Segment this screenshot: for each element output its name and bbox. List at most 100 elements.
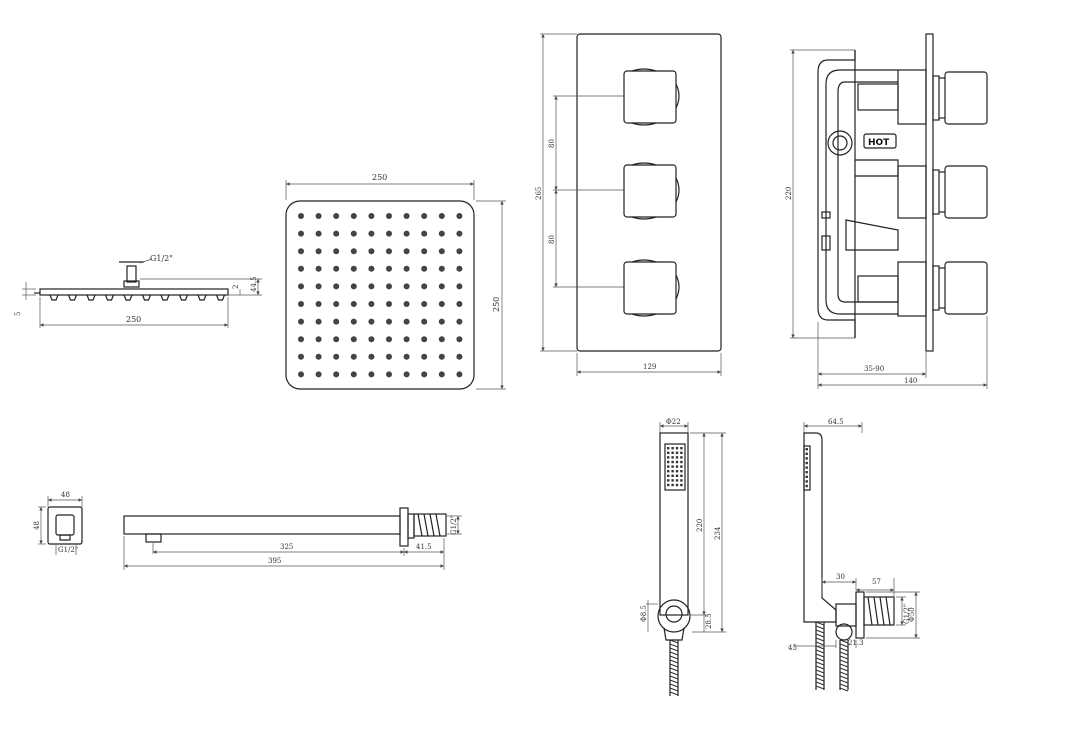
- nozzle-dot: [456, 371, 463, 378]
- hose-braid: [669, 651, 679, 656]
- valve-side-height-label: 220: [785, 187, 793, 200]
- hose-braid: [839, 663, 849, 668]
- nozzle: [123, 294, 133, 301]
- nozzle-dot: [421, 213, 428, 219]
- hose-outline: [815, 622, 825, 690]
- handset-side-depth-label: 64.5: [828, 418, 844, 426]
- handset-side-spray-hole: [805, 457, 808, 460]
- nozzle-dot: [403, 301, 410, 307]
- handset-spray-hole: [675, 447, 679, 450]
- handset-spray-hole: [667, 456, 670, 459]
- nozzle-dot: [386, 318, 392, 325]
- hose-braid: [669, 663, 679, 668]
- outlet-height-label: 48: [33, 521, 41, 530]
- handset-spray-hole: [667, 451, 670, 454]
- handset-spray-hole: [680, 483, 683, 487]
- hose-braid: [815, 629, 825, 634]
- nozzle-dot: [315, 248, 322, 255]
- nozzle-dot: [333, 265, 340, 272]
- nozzle-dot: [456, 230, 463, 237]
- side-gap-label: 2: [232, 285, 240, 289]
- nozzle-dot: [333, 301, 340, 307]
- nozzle-dot: [368, 353, 375, 360]
- nozzle-dot: [350, 283, 357, 290]
- nozzle-dot: [350, 248, 357, 255]
- handset-side-spray-hole: [805, 466, 808, 469]
- nozzle-dot: [421, 318, 428, 325]
- handset-side-spray-hole: [805, 480, 808, 483]
- nozzle-dot: [298, 213, 304, 219]
- shower-arm: G1/2" 325 41.5 395: [123, 507, 462, 570]
- nozzle-dot: [368, 230, 375, 237]
- handset-side-spray-hole: [805, 484, 808, 488]
- nozzle-dot: [315, 336, 322, 343]
- valve-side-knob-top: [932, 71, 988, 125]
- nozzle-dot: [298, 371, 304, 378]
- nozzle-dot: [386, 283, 392, 290]
- nozzle-dot: [333, 318, 340, 325]
- nozzle-dot: [438, 318, 445, 325]
- nozzle-dot: [298, 301, 304, 307]
- handset-spray-hole: [680, 470, 683, 473]
- hot-indicator-label: HOT: [868, 138, 890, 148]
- handset-spray-hole: [667, 447, 670, 450]
- nozzle-dot: [368, 336, 375, 343]
- nozzle-dot: [386, 248, 392, 255]
- nozzle-dot: [421, 336, 428, 343]
- hose-braid: [669, 667, 679, 672]
- wall-outlet-block: 48 48 G1/2": [33, 491, 83, 555]
- nozzle-dot: [456, 353, 463, 360]
- nozzle-dot: [456, 248, 463, 255]
- handset-spray-hole: [667, 474, 670, 477]
- nozzle-dot: [421, 301, 428, 307]
- nozzle-dot: [438, 301, 445, 307]
- handset-spray-hole: [667, 479, 670, 482]
- handset-spray-hole: [671, 479, 674, 482]
- nozzle-dot: [315, 265, 322, 272]
- nozzle-dot: [315, 318, 322, 325]
- nozzle-dot: [403, 248, 410, 255]
- nozzle-dot: [456, 318, 463, 325]
- nozzle-dot: [421, 371, 428, 378]
- handset-spray-hole: [675, 479, 679, 482]
- nozzle-dot: [386, 301, 392, 307]
- nozzle-dot: [403, 371, 410, 378]
- hose-braid: [815, 661, 825, 666]
- handset-offset-label: 28.5: [705, 613, 713, 629]
- arm-total-label: 395: [268, 557, 281, 565]
- valve-side-view: 220 HOT: [785, 33, 988, 389]
- nozzle-dot: [368, 248, 375, 255]
- nozzle-dot: [421, 353, 428, 360]
- hose-braid: [839, 655, 849, 660]
- hose-braid: [815, 625, 825, 630]
- hose-braid: [839, 687, 849, 692]
- hose-braid: [669, 691, 679, 696]
- hose-braid: [839, 667, 849, 672]
- handset-side-spray-hole: [805, 452, 808, 455]
- nozzle-dot: [315, 353, 322, 360]
- handset-spray-hole: [667, 470, 670, 473]
- nozzle-dot: [421, 283, 428, 290]
- handset-side-distance-label: 30: [836, 573, 845, 581]
- nozzle-dot: [333, 371, 340, 378]
- shower-head-front-view: 250 250: [285, 173, 506, 390]
- nozzle-dot: [438, 353, 445, 360]
- nozzle-dot: [350, 230, 357, 237]
- nozzle: [67, 294, 78, 301]
- handset-spray-hole: [675, 483, 679, 487]
- hose-braid: [839, 639, 849, 644]
- valve-spacing-bottom-label: 80: [548, 235, 556, 244]
- nozzle-dot: [333, 336, 340, 343]
- nozzle-dot: [456, 283, 463, 290]
- nozzle-dot: [350, 213, 357, 219]
- handset-spray-hole: [671, 483, 674, 487]
- hose-braid: [839, 675, 849, 680]
- handset-spray-hole: [680, 456, 683, 459]
- nozzle-dot: [368, 283, 375, 290]
- nozzle-dot: [298, 265, 304, 272]
- handset-side-spray-hole: [805, 448, 808, 451]
- nozzle-dot: [298, 336, 304, 343]
- arm-flange-label: 41.5: [416, 543, 432, 551]
- hose-braid: [839, 651, 849, 656]
